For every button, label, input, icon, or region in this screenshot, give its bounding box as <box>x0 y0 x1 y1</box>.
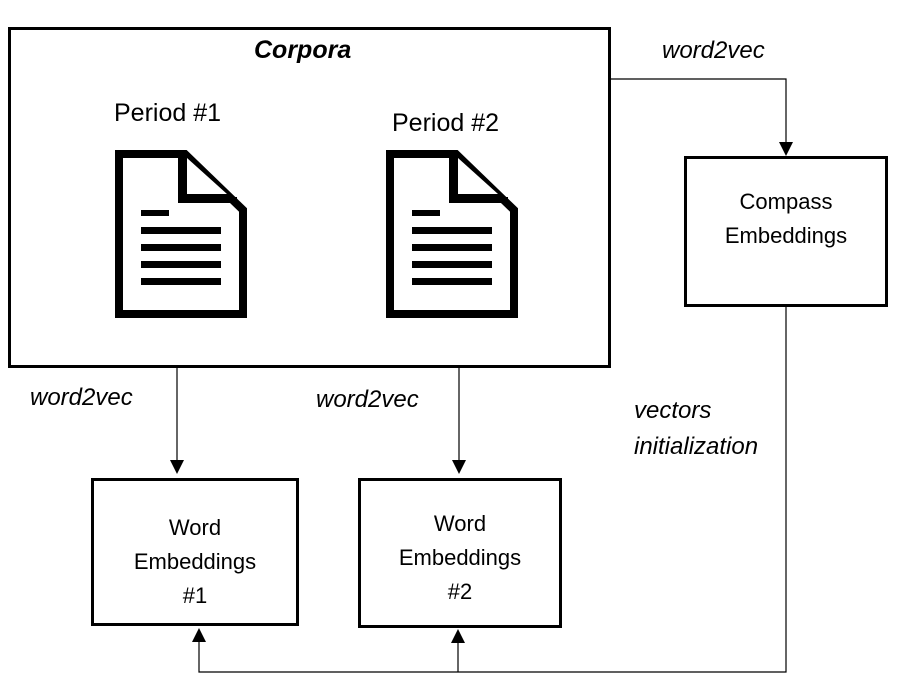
compass-embeddings-box: Compass Embeddings <box>684 156 888 307</box>
period1-label: Period #1 <box>114 99 222 127</box>
edge-label-vectors: vectors <box>634 397 712 424</box>
we2-line1: Word <box>433 511 487 536</box>
arrow-compass-to-we <box>198 307 787 673</box>
edge-label-word2vec-top: word2vec <box>662 37 765 64</box>
corpora-title: Corpora <box>254 36 352 64</box>
word-embeddings-1-box: Word Embeddings #1 <box>91 478 299 626</box>
word-embeddings-2-box: Word Embeddings #2 <box>358 478 562 628</box>
we1-line1: Word <box>168 515 222 540</box>
compass-line2: Embeddings <box>724 223 848 248</box>
period2-label: Period #2 <box>392 109 500 137</box>
we2-line3: #2 <box>447 579 473 604</box>
compass-line1: Compass <box>739 189 833 214</box>
document-icon <box>386 150 518 318</box>
arrow-corpora-to-compass <box>611 78 787 146</box>
edge-label-initialization: initialization <box>634 433 759 460</box>
we1-line2: Embeddings <box>133 549 257 574</box>
edge-label-word2vec-mid: word2vec <box>316 386 419 413</box>
we2-line2: Embeddings <box>398 545 522 570</box>
arrowhead-we1 <box>170 460 184 474</box>
arrowhead-compass <box>779 142 793 156</box>
corpora-box <box>8 27 611 368</box>
we1-line3: #1 <box>182 583 208 608</box>
document-icon <box>115 150 247 318</box>
arrowhead-we2-bottom <box>451 629 465 643</box>
arrowhead-we1-bottom <box>192 628 206 642</box>
edge-label-word2vec-left: word2vec <box>30 384 133 411</box>
arrowhead-we2 <box>452 460 466 474</box>
